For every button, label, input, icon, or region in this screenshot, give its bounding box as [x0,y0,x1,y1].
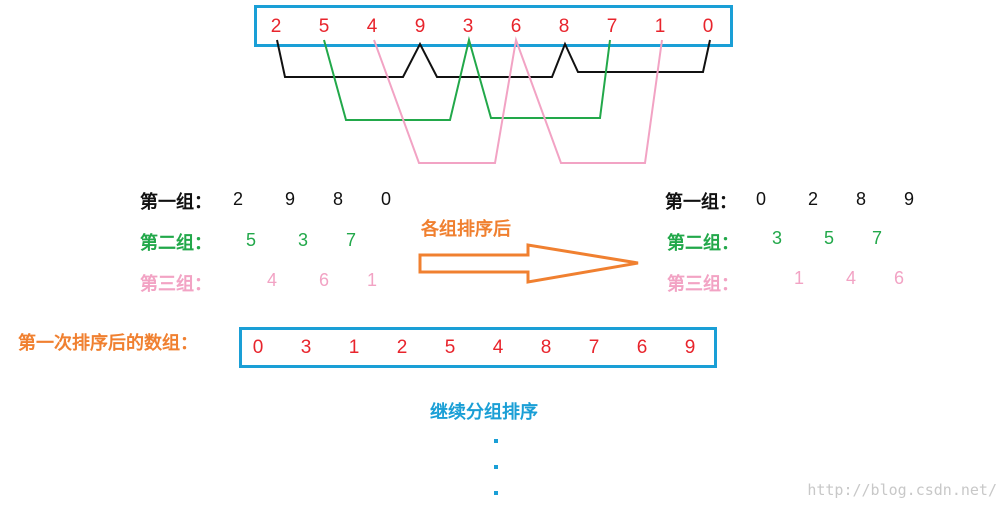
result-array-item: 3 [300,337,312,358]
continue-label: 继续分组排序 [430,402,538,423]
left-group2-value: 3 [297,230,308,250]
top-array-item: 9 [414,16,426,37]
right-group3-label: 第三组： [667,274,739,295]
result-array-item: 6 [636,337,648,358]
top-array-item: 7 [606,16,618,37]
top-array-item: 6 [510,16,522,37]
result-array-item: 4 [492,337,504,358]
right-group1-value: 2 [807,189,818,209]
left-group1-value: 9 [284,189,295,209]
left-group1-label: 第一组： [140,192,212,213]
left-group3-value: 4 [266,270,277,290]
right-group1-label: 第一组： [665,192,737,213]
group2-connector [323,36,611,121]
top-array-item: 5 [318,16,330,37]
right-group3-value: 4 [845,268,856,288]
right-group2-label: 第二组： [667,233,739,254]
left-group2-label: 第二组： [140,233,212,254]
result-label: 第一次排序后的数组： [18,333,198,354]
group1-connector [276,39,711,78]
result-array-item: 1 [348,337,360,358]
left-group1-value: 2 [232,189,243,209]
right-group1-value: 0 [755,189,766,209]
ellipsis-dot [494,465,498,469]
left-group3-label: 第三组： [140,274,212,295]
top-array-box [254,5,733,47]
right-group3-value: 6 [893,268,904,288]
result-array-box [239,327,717,368]
group3-connector [373,36,663,164]
right-group2-value: 7 [871,228,882,248]
left-group2-value: 7 [345,230,356,250]
left-group1-value: 0 [380,189,391,209]
right-group1-value: 9 [903,189,914,209]
result-array-item: 7 [588,337,600,358]
arrow-label: 各组排序后 [421,219,511,240]
top-array-item: 0 [702,16,714,37]
top-array-item: 4 [366,16,378,37]
left-group3-value: 6 [318,270,329,290]
left-group1-value: 8 [332,189,343,209]
right-group2-value: 3 [771,228,782,248]
result-array-item: 2 [396,337,408,358]
top-array-item: 1 [654,16,666,37]
left-group2-value: 5 [245,230,256,250]
ellipsis-dot [494,439,498,443]
right-group1-value: 8 [855,189,866,209]
ellipsis-dot [494,491,498,495]
result-array-item: 0 [252,337,264,358]
result-array-item: 9 [684,337,696,358]
right-group3-value: 1 [793,268,804,288]
right-group2-value: 5 [823,228,834,248]
top-array-item: 8 [558,16,570,37]
result-array-item: 8 [540,337,552,358]
right-arrow-icon [418,243,639,284]
result-array-item: 5 [444,337,456,358]
watermark: http://blog.csdn.net/ [807,481,997,499]
top-array-item: 3 [462,16,474,37]
top-array-item: 2 [270,16,282,37]
left-group3-value: 1 [366,270,377,290]
